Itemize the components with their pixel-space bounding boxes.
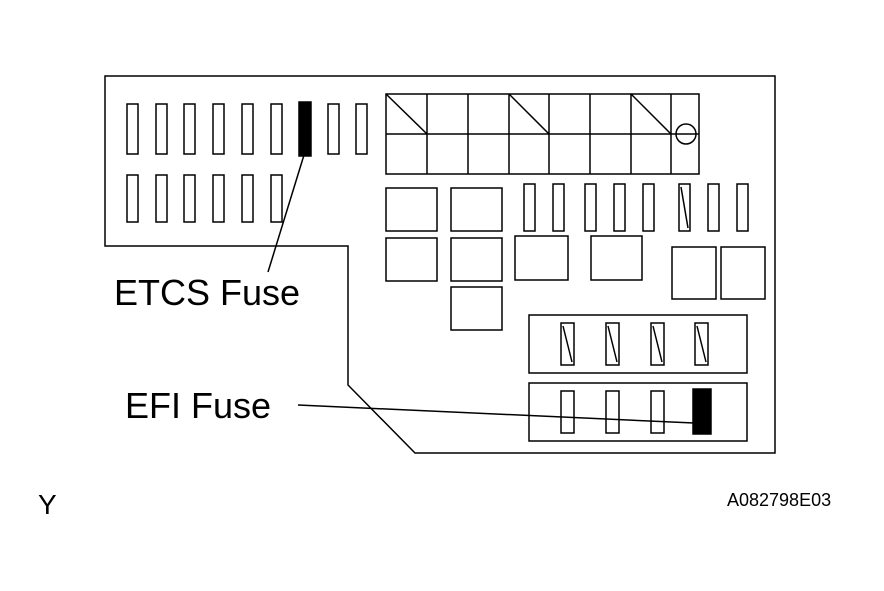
relay (385, 237, 438, 282)
relay (385, 187, 438, 232)
relay-circle (675, 123, 697, 145)
fuse-box-outline (104, 75, 776, 454)
fuse-blown (560, 322, 575, 366)
fuse (584, 183, 597, 232)
efi-fuse (692, 388, 712, 435)
fuse-holder-lower (528, 382, 748, 442)
fuse (183, 174, 196, 223)
left-fuse-row-bottom (126, 174, 283, 223)
fuse (155, 174, 168, 223)
fuse (183, 103, 196, 155)
fuse-blown (650, 322, 665, 366)
relay-block (385, 93, 700, 175)
corner-mark: Y (38, 489, 57, 520)
fuse (650, 390, 665, 434)
fuse (707, 183, 720, 232)
relay (590, 235, 643, 281)
fuse (355, 103, 368, 155)
etcs-leader-line (267, 154, 305, 273)
efi-leader-line (297, 404, 695, 424)
fuse (327, 103, 340, 155)
relay (450, 237, 503, 282)
left-fuse-row-top (126, 101, 368, 157)
etcs-fuse-label: ETCS Fuse (114, 272, 301, 313)
fuse (241, 174, 254, 223)
fuse (523, 183, 536, 232)
relay (450, 286, 503, 331)
fuse-blown (605, 322, 620, 366)
fuse (241, 103, 254, 155)
fuse (560, 390, 575, 434)
fuse (736, 183, 749, 232)
fuse (126, 174, 139, 223)
fuse (605, 390, 620, 434)
relay-squares (385, 187, 766, 331)
etcs-fuse (298, 101, 312, 157)
fuse (212, 103, 225, 155)
fuse (552, 183, 565, 232)
fuse-holder-upper (528, 314, 748, 374)
right-fuse-row (523, 183, 749, 232)
fuse-blown (678, 183, 691, 232)
fuse (642, 183, 655, 232)
relay (720, 246, 766, 300)
relay (514, 235, 569, 281)
relay (450, 187, 503, 232)
fuse (613, 183, 626, 232)
fuse (270, 103, 283, 155)
fuse (270, 174, 283, 223)
efi-fuse-label: EFI Fuse (125, 385, 272, 426)
fuse (155, 103, 168, 155)
fuse (126, 103, 139, 155)
figure-code: A082798E03 (727, 490, 832, 510)
fuse (212, 174, 225, 223)
fuse-blown (694, 322, 709, 366)
relay (671, 246, 717, 300)
